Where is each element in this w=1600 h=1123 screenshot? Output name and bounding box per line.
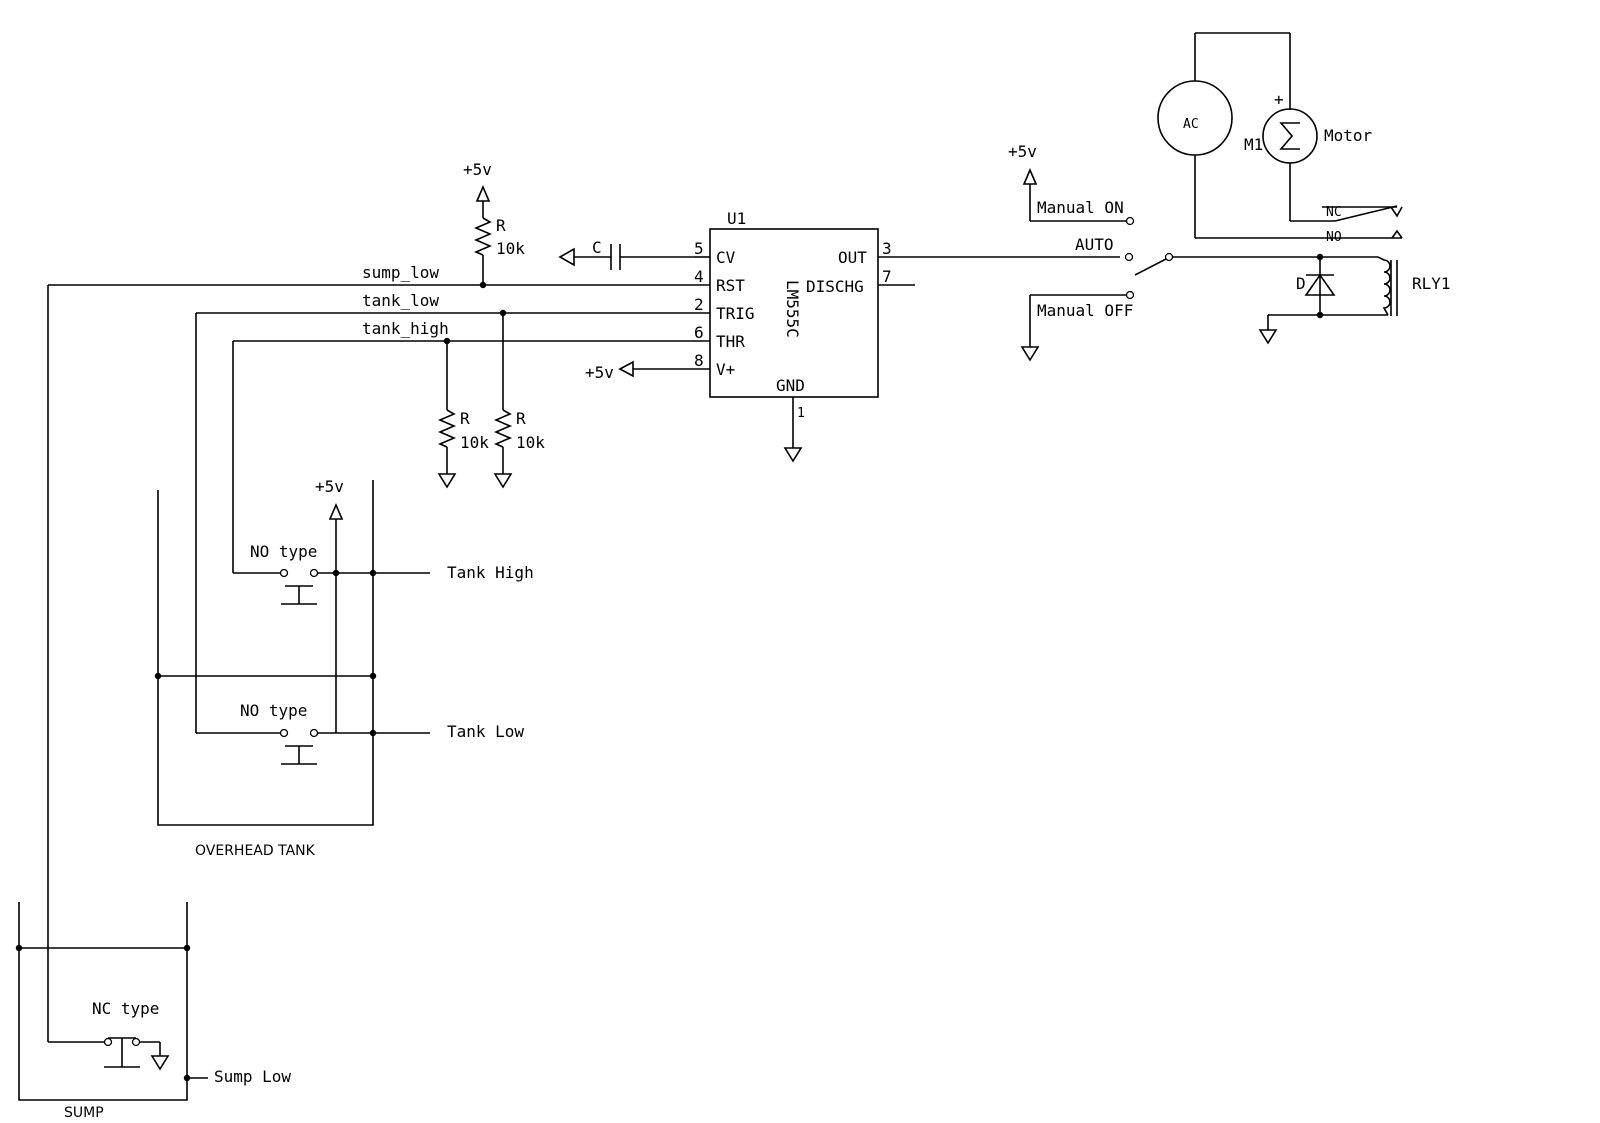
overhead-tank-label: OVERHEAD TANK — [195, 843, 316, 859]
sump-label: SUMP — [64, 1105, 104, 1121]
relay-nc-label: NC — [1326, 205, 1342, 220]
mode-selector-switch: +5v Manual ON AUTO Manual OFF — [1008, 142, 1320, 362]
diode-label: D — [1296, 274, 1306, 293]
pulldown-resistor-thr: R 10k — [437, 337, 489, 489]
pulldown-trig-designator: R — [516, 409, 526, 428]
pulldown-thr-value: 10k — [460, 433, 489, 452]
auto-label: AUTO — [1075, 235, 1114, 254]
motor-circuit: AC + M1 Motor — [1157, 32, 1373, 238]
manual-on-supply-label: +5v — [1008, 142, 1037, 161]
pin-label-gnd: GND — [776, 376, 805, 395]
vplus-label: +5v — [585, 363, 614, 382]
overhead-tank: OVERHEAD TANK +5v NO type Tank High NO t… — [154, 313, 534, 859]
tank-high-label: Tank High — [447, 563, 534, 582]
pin-number-cv: 5 — [694, 239, 704, 258]
motor-label: Motor — [1324, 126, 1373, 145]
ic-ref: U1 — [727, 209, 746, 228]
manual-on-label: Manual ON — [1037, 198, 1124, 217]
tank-low-switch-type: NO type — [240, 701, 307, 720]
pin-label-vplus: V+ — [716, 360, 735, 379]
pin-label-thr: THR — [716, 332, 745, 351]
pin-label-out: OUT — [838, 248, 867, 267]
relay-coil — [1377, 256, 1391, 316]
pullup-supply-label: +5v — [463, 160, 492, 179]
tank-high-switch-type: NO type — [250, 542, 317, 561]
cv-capacitor: C — [558, 238, 695, 270]
ic-ground-symbol — [783, 447, 803, 463]
pin-number-thr: 6 — [694, 323, 704, 342]
net-label-tank-low: tank_low — [362, 291, 439, 310]
relay-ref: RLY1 — [1412, 274, 1451, 293]
net-label-sump-low: sump_low — [362, 263, 439, 282]
vplus-supply: +5v — [585, 360, 634, 382]
capacitor-designator: C — [592, 238, 602, 257]
sump-switch-type: NC type — [92, 999, 159, 1018]
ac-source-label: AC — [1183, 117, 1199, 132]
tank-low-label: Tank Low — [447, 722, 524, 741]
tank-supply-label: +5v — [315, 477, 344, 496]
pulldown-resistor-trig: R 10k — [493, 309, 545, 489]
pullup-designator: R — [496, 216, 506, 235]
motor-plus: + — [1274, 90, 1284, 109]
pulldown-thr-designator: R — [460, 409, 470, 428]
pin-number-rst: 4 — [694, 267, 704, 286]
pulldown-trig-value: 10k — [516, 433, 545, 452]
pin-label-cv: CV — [716, 248, 736, 267]
net-label-tank-high: tank_high — [362, 319, 449, 338]
pin-number-gnd: 1 — [797, 406, 805, 421]
pin-label-dischg: DISCHG — [806, 277, 864, 296]
motor-ref: M1 — [1244, 135, 1263, 154]
sump-tank: SUMP NC type Sump Low — [15, 285, 291, 1121]
pin-label-trig: TRIG — [716, 304, 755, 323]
sump-low-label: Sump Low — [214, 1067, 291, 1086]
relay-rly1: D RLY1 NC NO — [1195, 205, 1451, 345]
pin-number-trig: 2 — [694, 295, 704, 314]
lm555-ic: U1 LM555C CV RST TRIG THR V+ OUT DISCHG … — [48, 209, 1120, 463]
pullup-value: 10k — [496, 239, 525, 258]
pin-number-vplus: 8 — [694, 351, 704, 370]
motor-m1 — [1262, 108, 1318, 164]
pin-label-rst: RST — [716, 276, 745, 295]
manual-off-label: Manual OFF — [1037, 301, 1133, 320]
pin-number-dischg: 7 — [882, 267, 892, 286]
flyback-diode — [1304, 273, 1336, 296]
pin-number-out: 3 — [882, 239, 892, 258]
sigma-icon — [1279, 122, 1300, 150]
pullup-resistor: +5v R 10k — [463, 160, 525, 289]
ic-part: LM555C — [783, 280, 802, 338]
